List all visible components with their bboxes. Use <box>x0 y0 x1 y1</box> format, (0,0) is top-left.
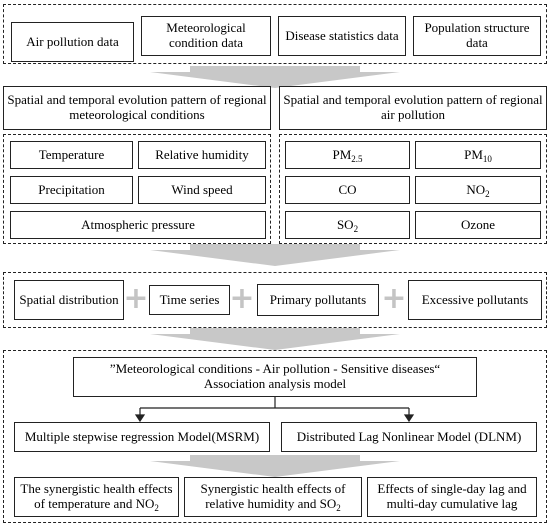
pm10-label: PM10 <box>464 146 492 164</box>
so2-label: SO2 <box>336 216 359 234</box>
pm25-box: PM2.5 <box>285 141 410 169</box>
air-pollution-data-box: Air pollution data <box>11 22 134 62</box>
co-box: CO <box>285 176 410 204</box>
plus-icon: + <box>123 281 149 316</box>
meteorological-pattern-title: Spatial and temporal evolution pattern o… <box>3 86 271 130</box>
pollutants-group <box>279 134 547 244</box>
temperature-box: Temperature <box>10 141 133 169</box>
atmospheric-pressure-box: Atmospheric pressure <box>10 211 266 239</box>
lag-effects-box: Effects of single-day lag and multi-day … <box>367 477 537 517</box>
pm25-label: PM2.5 <box>332 146 363 164</box>
time-series-box: Time series <box>149 285 230 315</box>
no2-label: NO2 <box>466 181 490 199</box>
temperature-no2-effect-box: The synergistic health effects of temper… <box>14 477 179 517</box>
wind-speed-box: Wind speed <box>138 176 266 204</box>
spatial-distribution-box: Spatial distribution <box>14 280 124 320</box>
population-structure-data-label: Population structure data <box>424 20 530 50</box>
association-model-box: ”Meteorological conditions - Air polluti… <box>73 357 477 397</box>
population-structure-data-box: Population structure data <box>413 16 541 56</box>
plus-icon: + <box>381 281 407 316</box>
disease-statistics-data-label: Disease statistics data <box>285 27 399 43</box>
humidity-so2-effect-label: Synergistic health effects of relative h… <box>200 481 346 513</box>
flow-arrow-2 <box>150 244 400 266</box>
meteorological-data-box: Meteorological condition data <box>141 16 271 56</box>
excessive-pollutants-box: Excessive pollutants <box>408 280 542 320</box>
modeling-group <box>3 350 547 523</box>
model-branch-connector <box>134 397 415 423</box>
plus-icon: + <box>229 281 255 316</box>
relative-humidity-box: Relative humidity <box>138 141 266 169</box>
ozone-box: Ozone <box>415 211 541 239</box>
air-pollution-pattern-title: Spatial and temporal evolution pattern o… <box>279 86 547 130</box>
pm10-box: PM10 <box>415 141 541 169</box>
msrm-box: Multiple stepwise regression Model(MSRM) <box>14 422 270 452</box>
temperature-no2-effect-label: The synergistic health effects of temper… <box>20 481 173 513</box>
meteorological-data-label: Meteorological condition data <box>166 20 246 50</box>
humidity-so2-effect-box: Synergistic health effects of relative h… <box>184 477 362 517</box>
flow-arrow-3 <box>150 328 400 350</box>
disease-statistics-data-box: Disease statistics data <box>278 16 406 56</box>
primary-pollutants-box: Primary pollutants <box>257 284 379 316</box>
precipitation-box: Precipitation <box>10 176 133 204</box>
dlnm-box: Distributed Lag Nonlinear Model (DLNM) <box>281 422 537 452</box>
meteorological-factors-group <box>3 134 271 244</box>
analysis-aspects-group <box>3 272 547 328</box>
flow-arrow-1 <box>150 66 400 88</box>
flow-arrow-4 <box>150 455 400 477</box>
air-pollution-data-label: Air pollution data <box>26 33 119 49</box>
no2-box: NO2 <box>415 176 541 204</box>
data-sources-group <box>3 4 547 64</box>
so2-box: SO2 <box>285 211 410 239</box>
